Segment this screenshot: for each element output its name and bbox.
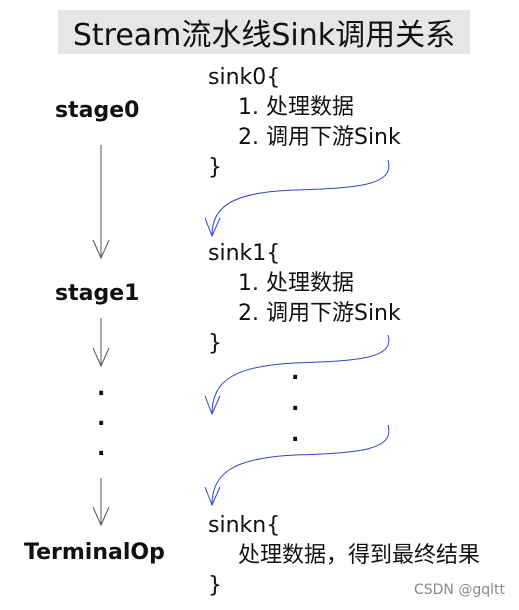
sink0-open-brace: { (266, 65, 281, 90)
dots-to-sinkn-call-arrow (211, 424, 390, 506)
sink-ellipsis-dot-2: . (291, 391, 300, 416)
stage-ellipsis-dot-3: . (97, 436, 106, 461)
sink0-name: sink0 (208, 65, 267, 90)
sink1-name: sink1 (208, 241, 267, 266)
stage0-label: stage0 (55, 98, 140, 123)
dots-to-sinkn-call-arrowhead (204, 486, 221, 507)
sink1-to-dots-call-arrowhead (204, 395, 221, 416)
sink1-step-2: 2. 调用下游Sink (238, 301, 401, 326)
sinkn-open-brace: { (266, 513, 281, 538)
stage-ellipsis-dot-1: . (97, 376, 106, 401)
stage0-to-stage1-arrowhead (92, 239, 110, 260)
dots-to-terminalop-arrowhead (92, 506, 110, 527)
sink0-step-2: 2. 调用下游Sink (238, 125, 401, 150)
sink1-step-1: 1. 处理数据 (238, 271, 354, 296)
sink0-block: sink0{ 1. 处理数据 2. 调用下游Sink } (208, 63, 401, 183)
diagram-title: Stream流水线Sink调用关系 (72, 18, 456, 53)
sinkn-step-1: 处理数据，得到最终结果 (238, 543, 481, 568)
sink0-to-sink1-call-arrowhead (204, 217, 221, 238)
sink-ellipsis-dot-1: . (291, 360, 300, 385)
watermark: CSDN @gqltt (413, 582, 505, 598)
sinkn-close-brace: } (208, 573, 222, 598)
sink1-open-brace: { (266, 241, 281, 266)
sink1-to-dots-call-arrow (211, 334, 390, 415)
stage1-to-dots-arrowhead (92, 347, 110, 368)
stage-ellipsis-dot-2: . (97, 406, 106, 431)
sink0-step-1: 1. 处理数据 (238, 95, 354, 120)
sink0-to-sink1-call-arrow (211, 159, 390, 236)
sink1-close-brace: } (208, 331, 222, 356)
stage1-label: stage1 (55, 281, 140, 306)
sink0-close-brace: } (208, 155, 222, 180)
sinkn-block: sinkn{ 处理数据，得到最终结果 } (208, 511, 480, 601)
sinkn-name: sinkn (208, 513, 267, 538)
title-banner: Stream流水线Sink调用关系 (58, 10, 470, 54)
terminalop-label: TerminalOp (24, 540, 165, 565)
sink-ellipsis-dot-3: . (291, 422, 300, 447)
sink1-block: sink1{ 1. 处理数据 2. 调用下游Sink } (208, 239, 401, 359)
